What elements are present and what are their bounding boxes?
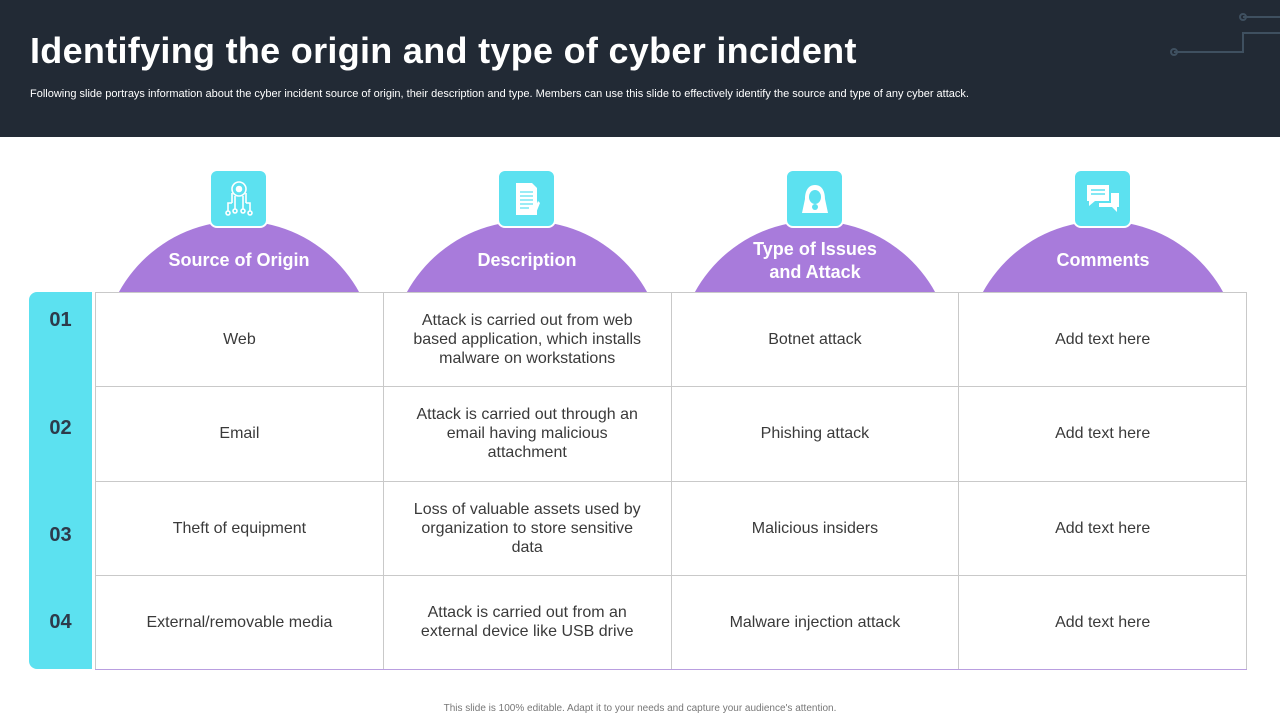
- table-cell: Attack is carried out through an email h…: [382, 386, 672, 482]
- column-header-comments: Comments: [959, 160, 1247, 292]
- row-number: 01: [49, 309, 72, 331]
- table-row: Email Attack is carried out through an e…: [95, 386, 1247, 482]
- hacker-icon: [785, 169, 844, 228]
- document-icon: [497, 169, 556, 228]
- column-label: Type of Issues and Attack: [753, 239, 877, 282]
- page-title: Identifying the origin and type of cyber…: [30, 30, 857, 71]
- table-cell: Add text here: [958, 574, 1247, 671]
- column-label: Comments: [1056, 250, 1150, 270]
- incident-table: Web Attack is carried out from web based…: [95, 291, 1247, 671]
- table-cell: Email: [95, 386, 384, 482]
- table-cell: Malicious insiders: [670, 480, 960, 576]
- table-cell: Malware injection attack: [670, 574, 960, 671]
- circuit-decoration-icon: [1170, 13, 1280, 56]
- row-number-bar: 01 02 03 04: [29, 292, 92, 669]
- table-cell: Phishing attack: [670, 386, 960, 482]
- row-number: 02: [49, 417, 72, 439]
- chat-bubbles-icon: [1073, 169, 1132, 228]
- table-cell: Theft of equipment: [95, 480, 384, 576]
- header-banner: Identifying the origin and type of cyber…: [0, 0, 1280, 137]
- table-row: Theft of equipment Loss of valuable asse…: [95, 480, 1247, 576]
- page-subtitle: Following slide portrays information abo…: [30, 88, 969, 100]
- table-cell: Add text here: [958, 386, 1247, 482]
- column-header-type: Type of Issues and Attack: [671, 160, 959, 292]
- column-header-description: Description: [383, 160, 671, 292]
- footer-note: This slide is 100% editable. Adapt it to…: [443, 703, 837, 714]
- table-cell: Loss of valuable assets used by organiza…: [382, 480, 672, 576]
- column-header-source: Source of Origin: [95, 160, 383, 292]
- table-cell: Web: [95, 291, 384, 388]
- table-cell: Add text here: [958, 480, 1247, 576]
- table-cell: Attack is carried out from an external d…: [382, 574, 672, 671]
- column-label: Description: [477, 250, 577, 270]
- row-number: 03: [49, 524, 72, 546]
- circuit-gear-icon: [209, 169, 268, 228]
- table-row: Web Attack is carried out from web based…: [95, 291, 1247, 388]
- table-cell: Add text here: [958, 291, 1247, 388]
- table-row: External/removable media Attack is carri…: [95, 574, 1247, 671]
- column-label: Source of Origin: [168, 250, 310, 270]
- row-number: 04: [49, 611, 72, 633]
- table-cell: Attack is carried out from web based app…: [382, 291, 672, 388]
- table-cell: Botnet attack: [670, 291, 960, 388]
- table-cell: External/removable media: [95, 574, 384, 671]
